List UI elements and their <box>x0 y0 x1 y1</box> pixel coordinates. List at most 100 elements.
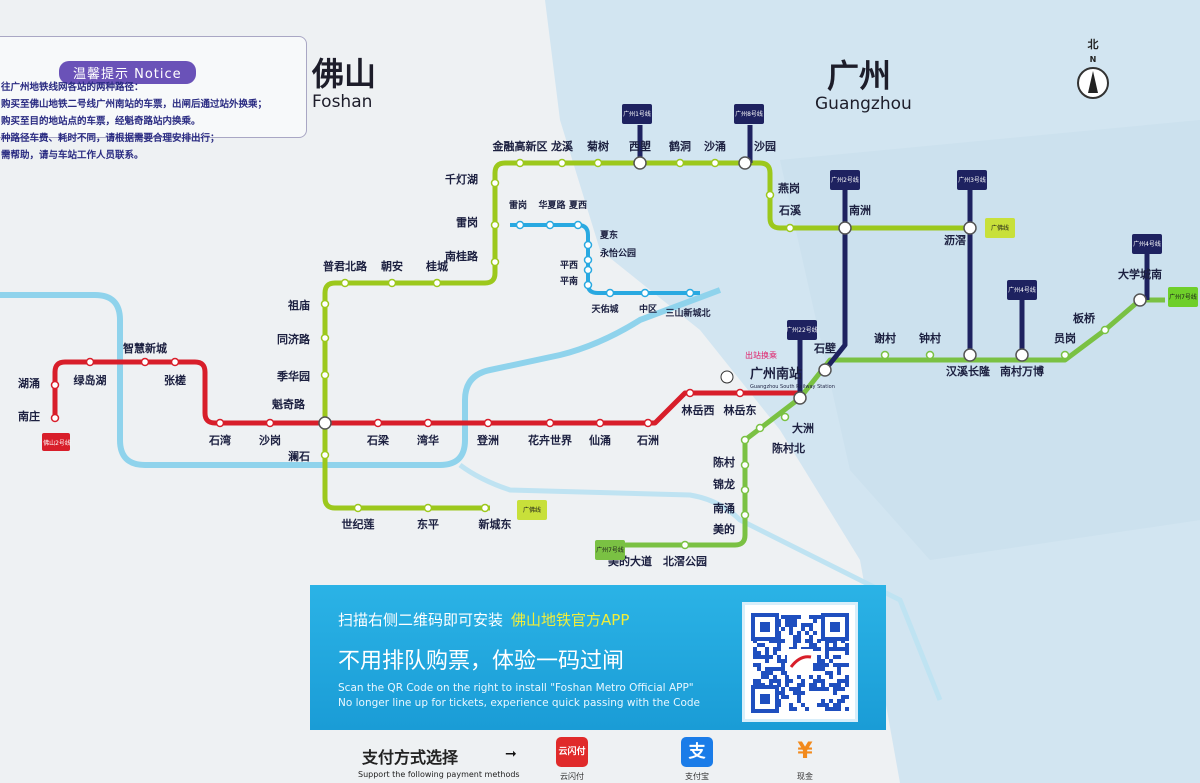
station-label[interactable]: 魁奇路 <box>272 397 306 411</box>
station-label[interactable]: 三山新城北 <box>665 307 710 319</box>
station-marker[interactable] <box>740 435 750 445</box>
line-tag-gz7_b[interactable]: 广州7号线 <box>1168 287 1198 307</box>
station-label[interactable]: 南洲 <box>849 203 871 217</box>
station-label[interactable]: 新城东 <box>479 517 512 531</box>
interchange-station-icon[interactable] <box>738 156 752 170</box>
station-marker[interactable] <box>373 418 383 428</box>
station-marker[interactable] <box>583 265 593 275</box>
station-marker[interactable] <box>545 220 555 230</box>
station-label[interactable]: 沙园 <box>754 140 776 153</box>
station-marker[interactable] <box>740 485 750 495</box>
station-label[interactable]: 大洲 <box>792 421 814 435</box>
station-marker[interactable] <box>755 423 765 433</box>
station-marker[interactable] <box>1060 350 1070 360</box>
station-marker[interactable] <box>880 350 890 360</box>
line-tag-gz8[interactable]: 广州8号线 <box>734 104 764 124</box>
interchange-station-icon[interactable] <box>1133 293 1147 307</box>
app-promo-banner[interactable]: 扫描右侧二维码即可安装佛山地铁官方APP 不用排队购票，体验一码过闸 Scan … <box>310 585 886 730</box>
station-marker[interactable] <box>140 357 150 367</box>
hub-station-label[interactable]: 广州南站 <box>750 366 802 382</box>
station-label[interactable]: 朝安 <box>381 259 403 273</box>
station-marker[interactable] <box>50 380 60 390</box>
station-label[interactable]: 平南 <box>560 275 578 287</box>
station-label[interactable]: 登洲 <box>476 433 499 447</box>
station-label[interactable]: 季华园 <box>276 369 310 383</box>
station-marker[interactable] <box>85 357 95 367</box>
station-label[interactable]: 锦龙 <box>713 477 735 491</box>
station-marker[interactable] <box>643 418 653 428</box>
station-marker[interactable] <box>605 288 615 298</box>
station-label[interactable]: 燕岗 <box>778 181 800 195</box>
line-tag-gz2a[interactable]: 广州2号线 <box>830 170 860 190</box>
station-label[interactable]: 绿岛湖 <box>74 373 107 387</box>
station-label[interactable]: 西塱 <box>629 139 651 153</box>
line-tag-gz22[interactable]: 广州22号线 <box>786 320 818 340</box>
station-label[interactable]: 龙溪 <box>550 139 574 153</box>
station-marker[interactable] <box>685 388 695 398</box>
station-marker[interactable] <box>50 413 60 423</box>
station-marker[interactable] <box>423 418 433 428</box>
station-label[interactable]: 汉溪长隆 <box>946 364 991 378</box>
station-marker[interactable] <box>595 418 605 428</box>
station-label[interactable]: 北滘公园 <box>663 554 707 568</box>
station-label[interactable]: 板桥 <box>1073 311 1096 325</box>
station-marker[interactable] <box>320 370 330 380</box>
station-marker[interactable] <box>573 220 583 230</box>
station-marker[interactable] <box>387 278 397 288</box>
station-label[interactable]: 世纪莲 <box>342 517 375 531</box>
station-marker[interactable] <box>353 503 363 513</box>
station-label[interactable]: 永怡公园 <box>599 247 636 259</box>
interchange-station-icon[interactable] <box>963 348 977 362</box>
station-marker[interactable] <box>675 158 685 168</box>
station-label[interactable]: 员岗 <box>1054 331 1076 345</box>
station-label[interactable]: 祖庙 <box>287 298 310 312</box>
interchange-station-icon[interactable] <box>838 221 852 235</box>
station-label[interactable]: 南桂路 <box>445 249 479 263</box>
station-label[interactable]: 东平 <box>417 517 439 531</box>
station-label[interactable]: 桂城 <box>425 259 448 273</box>
station-marker[interactable] <box>265 418 275 428</box>
interchange-station-icon[interactable] <box>633 156 647 170</box>
payment-alipay[interactable]: 支 支付宝 <box>667 737 727 782</box>
line-tag-guangfo_b[interactable]: 广佛线 <box>985 218 1015 238</box>
station-marker[interactable] <box>320 333 330 343</box>
qr-code[interactable] <box>742 602 858 722</box>
station-label[interactable]: 鹤洞 <box>669 139 691 153</box>
station-label[interactable]: 湖涌 <box>18 376 40 390</box>
station-label[interactable]: 陈村 <box>713 455 735 469</box>
station-label[interactable]: 菊树 <box>587 139 609 153</box>
station-marker[interactable] <box>423 503 433 513</box>
interchange-station-icon[interactable] <box>793 391 807 405</box>
station-marker[interactable] <box>583 280 593 290</box>
line-tag-gz3[interactable]: 广州3号线 <box>957 170 987 190</box>
station-label[interactable]: 谢村 <box>874 331 896 345</box>
station-label[interactable]: 湾华 <box>417 433 439 447</box>
station-label[interactable]: 美的 <box>713 522 735 536</box>
station-label[interactable]: 平西 <box>560 260 578 271</box>
station-label[interactable]: 石壁 <box>813 341 836 355</box>
station-label[interactable]: 中区 <box>639 303 657 315</box>
station-label[interactable]: 石梁 <box>366 433 390 447</box>
station-label[interactable]: 夏东 <box>599 229 618 241</box>
station-label[interactable]: 天佑城 <box>591 303 618 315</box>
station-marker[interactable] <box>545 418 555 428</box>
station-marker[interactable] <box>215 418 225 428</box>
station-marker[interactable] <box>765 190 775 200</box>
station-label[interactable]: 雷岗 <box>509 199 527 211</box>
line-tag-gz4b[interactable]: 广州4号线 <box>1132 234 1162 254</box>
station-marker[interactable] <box>170 357 180 367</box>
line-tag-gz7_a[interactable]: 广州7号线 <box>595 540 625 560</box>
station-marker[interactable] <box>320 299 330 309</box>
interchange-station-icon[interactable] <box>1015 348 1029 362</box>
station-label[interactable]: 仙涌 <box>589 433 611 447</box>
station-marker[interactable] <box>735 388 745 398</box>
station-marker[interactable] <box>740 460 750 470</box>
line-tag-gz1[interactable]: 广州1号线 <box>622 104 652 124</box>
station-label[interactable]: 张槎 <box>164 373 186 387</box>
station-marker[interactable] <box>483 418 493 428</box>
station-label[interactable]: 钟村 <box>919 331 941 345</box>
station-label[interactable]: 夏西 <box>568 200 587 211</box>
station-label[interactable]: 沥滘 <box>944 233 966 247</box>
station-marker[interactable] <box>780 412 790 422</box>
station-marker[interactable] <box>490 178 500 188</box>
